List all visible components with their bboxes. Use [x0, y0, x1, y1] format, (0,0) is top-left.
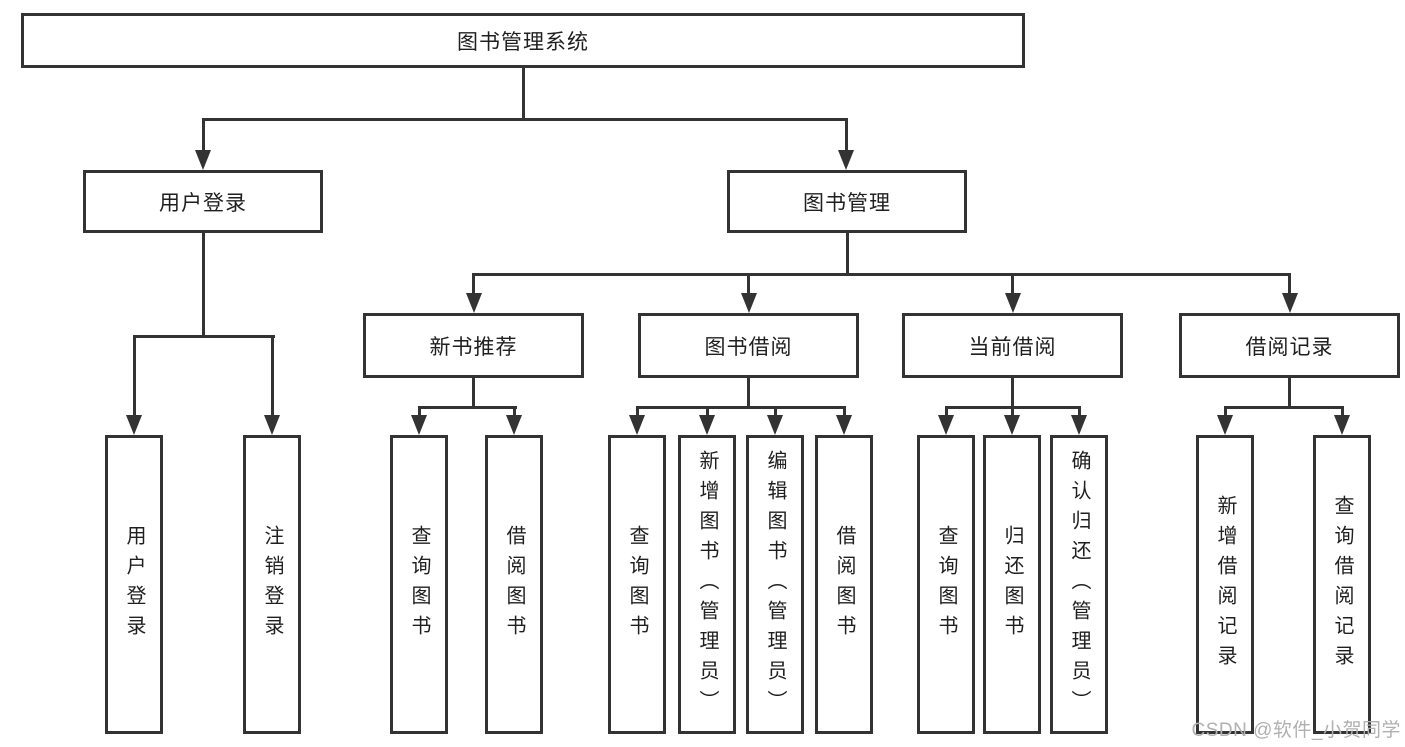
connector-root-stem — [521, 68, 525, 120]
leaf-borrow-books: 借阅图书 — [815, 435, 873, 734]
arrow-to-login-leaf — [126, 415, 142, 435]
node-book-borrow: 图书借阅 — [638, 313, 859, 378]
node-label: 图书借阅 — [704, 335, 793, 359]
connector-recommend-drop — [472, 378, 475, 409]
connector-leaf-stem — [635, 406, 639, 417]
node-borrow-records: 借阅记录 — [1179, 313, 1400, 378]
leaf-query-books-borrow: 查询图书 — [608, 435, 666, 734]
connector-leaf-stem — [512, 406, 516, 417]
node-user-login: 用户登录 — [83, 170, 323, 233]
leaf-label: 确认归还（管理员） — [1068, 449, 1090, 720]
connector-level2-rail — [201, 118, 848, 121]
arrow-to-leaf — [1217, 415, 1233, 435]
connector-recommend-rail — [417, 406, 517, 409]
arrow-to-leaf — [1004, 415, 1020, 435]
leaf-borrow-books-recommend: 借阅图书 — [485, 435, 543, 734]
connector-current-stem — [1011, 273, 1014, 295]
connector-borrow-stem — [747, 273, 750, 295]
connector-leaf-stem — [417, 406, 421, 417]
leaf-label: 查询借阅记录 — [1331, 494, 1353, 675]
leaf-label: 新增借阅记录 — [1214, 494, 1236, 675]
leaf-logout: 注销登录 — [243, 435, 301, 734]
connector-leaf-stem — [773, 406, 777, 417]
connector-leaf-stem — [705, 406, 709, 417]
arrow-to-leaf — [836, 415, 852, 435]
connector-borrow-rail — [635, 406, 846, 409]
leaf-label: 查询图书 — [408, 524, 430, 645]
node-book-management: 图书管理 — [727, 170, 967, 233]
connector-user-login-drop — [201, 233, 205, 337]
watermark-csdn: CSDN @软件_小贺同学 — [1191, 720, 1401, 741]
leaf-label: 借阅图书 — [503, 524, 525, 645]
node-label: 借阅记录 — [1245, 335, 1334, 359]
arrow-to-borrow — [740, 293, 757, 313]
connector-leaf-stem — [1010, 406, 1014, 417]
connector-login-leaf1-stem — [132, 335, 136, 417]
connector-records-stem — [1288, 273, 1291, 295]
connector-leaf-stem — [1340, 406, 1344, 417]
connector-leaf-stem — [1223, 406, 1227, 417]
node-label: 用户登录 — [159, 191, 247, 215]
leaf-label: 归还图书 — [1001, 524, 1023, 645]
connector-user-login-stem — [201, 118, 205, 152]
arrow-to-leaf — [629, 415, 645, 435]
arrow-to-current — [1004, 293, 1021, 313]
leaf-user-login: 用户登录 — [105, 435, 163, 734]
arrow-to-records — [1281, 293, 1298, 313]
connector-login-group-rail — [132, 335, 275, 338]
connector-leaf-stem — [842, 406, 846, 417]
leaf-label: 注销登录 — [261, 524, 283, 645]
arrow-to-leaf — [767, 415, 783, 435]
leaf-add-book-admin: 新增图书（管理员） — [678, 435, 736, 734]
leaf-label: 查询图书 — [935, 524, 957, 645]
node-label: 新书推荐 — [429, 335, 518, 359]
arrow-to-leaf — [938, 415, 954, 435]
node-new-book-recommend: 新书推荐 — [363, 313, 584, 378]
arrow-to-leaf — [1334, 415, 1350, 435]
connector-login-leaf2-stem — [271, 335, 274, 417]
connector-leaf-stem — [1077, 406, 1081, 417]
leaf-add-borrow-record: 新增借阅记录 — [1196, 435, 1254, 734]
node-label: 当前借阅 — [968, 335, 1057, 359]
leaf-label: 借阅图书 — [833, 524, 855, 645]
arrow-to-recommend — [465, 293, 482, 313]
connector-book-mgmt-drop — [845, 233, 849, 276]
arrow-to-user-login — [195, 150, 211, 170]
leaf-return-book: 归还图书 — [983, 435, 1041, 734]
node-library-system: 图书管理系统 — [21, 13, 1025, 68]
connector-current-drop — [1011, 378, 1014, 409]
connector-records-rail — [1223, 406, 1344, 409]
connector-leaf-stem — [944, 406, 948, 417]
leaf-label: 新增图书（管理员） — [696, 449, 718, 720]
connector-records-drop — [1288, 378, 1291, 409]
connector-book-mgmt-stem — [844, 118, 848, 152]
leaf-query-books-current: 查询图书 — [917, 435, 975, 734]
arrow-to-leaf — [699, 415, 715, 435]
arrow-to-logout-leaf — [264, 415, 280, 435]
connector-borrow-drop — [747, 378, 750, 409]
leaf-query-books-recommend: 查询图书 — [390, 435, 448, 734]
leaf-edit-book-admin: 编辑图书（管理员） — [746, 435, 804, 734]
arrow-to-leaf — [506, 415, 522, 435]
leaf-confirm-return-admin: 确认归还（管理员） — [1050, 435, 1108, 734]
node-label: 图书管理系统 — [457, 30, 589, 54]
leaf-label: 查询图书 — [626, 524, 648, 645]
node-current-borrow: 当前借阅 — [902, 313, 1123, 378]
arrow-to-leaf — [1071, 415, 1087, 435]
leaf-label: 编辑图书（管理员） — [764, 449, 786, 720]
leaf-label: 用户登录 — [123, 524, 145, 645]
connector-recommend-stem — [472, 273, 475, 295]
node-label: 图书管理 — [803, 191, 891, 215]
leaf-query-borrow-record: 查询借阅记录 — [1313, 435, 1371, 734]
arrow-to-leaf — [411, 415, 427, 435]
arrow-to-book-mgmt — [838, 150, 854, 170]
connector-level3-rail — [472, 273, 1291, 276]
